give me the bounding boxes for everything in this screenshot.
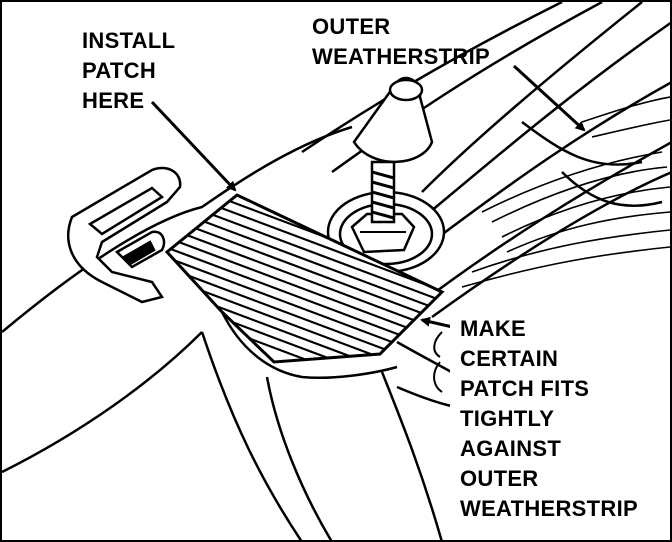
install-arrow	[150, 100, 237, 192]
stud-assembly	[326, 76, 446, 274]
make-certain-line-3: PATCH FITS	[460, 376, 590, 401]
patch-area	[164, 193, 445, 364]
outer-weatherstrip-line-1: OUTER	[312, 14, 391, 39]
outer-weatherstrip-line-2: WEATHERSTRIP	[312, 44, 490, 69]
weatherstrip-shading	[461, 96, 670, 288]
install-patch-line-3: HERE	[82, 88, 145, 113]
outer-weatherstrip-label: OUTER WEATHERSTRIP	[312, 12, 490, 72]
make-certain-line-4: TIGHTLY	[460, 406, 555, 431]
install-patch-line-1: INSTALL	[82, 28, 176, 53]
install-patch-label: INSTALL PATCH HERE	[82, 26, 175, 116]
callout-backdrop	[450, 312, 670, 538]
mounting-bracket	[67, 166, 182, 304]
make-certain-line-1: MAKE	[460, 316, 526, 341]
make-certain-label: MAKE CERTAIN PATCH FITS TIGHTLY AGAINST …	[460, 314, 638, 524]
make-certain-line-7: WEATHERSTRIP	[460, 496, 638, 521]
make-certain-line-6: OUTER	[460, 466, 539, 491]
install-patch-line-2: PATCH	[82, 58, 157, 83]
outer-weatherstrip-arrow	[512, 64, 586, 132]
make-certain-line-2: CERTAIN	[460, 346, 559, 371]
make-certain-line-5: AGAINST	[460, 436, 562, 461]
